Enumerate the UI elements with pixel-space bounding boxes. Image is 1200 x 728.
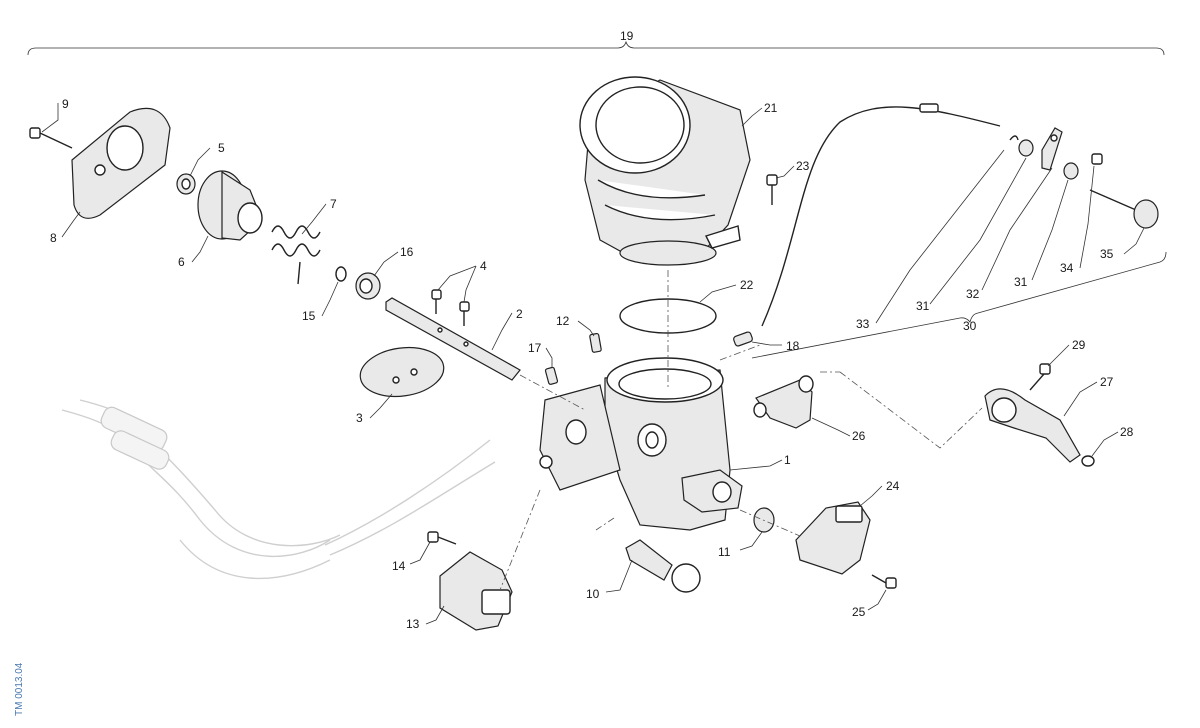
part-8-cover (71, 107, 171, 219)
part-24-sensor (795, 501, 871, 575)
part-16-bearing (355, 272, 381, 300)
part-17-screw (544, 366, 559, 385)
label-23: 23 (796, 159, 810, 173)
part-14-screw (427, 531, 457, 545)
label-31-left: 31 (916, 299, 930, 313)
part-31-clip (1009, 135, 1019, 141)
callout-labels: 19 9 8 5 6 7 15 16 4 2 3 12 17 21 23 22 … (50, 29, 1134, 631)
part-32-bracket (1041, 127, 1063, 171)
part-7-spring (271, 225, 321, 285)
label-29: 29 (1072, 338, 1086, 352)
label-26: 26 (852, 429, 866, 443)
label-16: 16 (400, 245, 414, 259)
part-15-circlip (335, 266, 347, 282)
part-10-valve (625, 539, 701, 593)
part-31-washer-b (1063, 162, 1079, 180)
label-21: 21 (764, 101, 778, 115)
label-13: 13 (406, 617, 420, 631)
part-31-washer-a (1018, 139, 1034, 157)
part-34-screw (1091, 153, 1103, 165)
part-13-sensor (439, 551, 513, 631)
part-6-pulley (197, 170, 263, 241)
part-1-throttle-body (539, 357, 743, 531)
label-3: 3 (356, 411, 363, 425)
label-24: 24 (886, 479, 900, 493)
label-10: 10 (586, 587, 600, 601)
label-6: 6 (178, 255, 185, 269)
part-27-fitting (984, 388, 1081, 463)
label-2: 2 (516, 307, 523, 321)
label-28: 28 (1120, 425, 1134, 439)
bracket-hole (1050, 134, 1058, 142)
part-26-injector (753, 375, 814, 429)
label-34: 34 (1060, 261, 1074, 275)
label-19: 19 (620, 29, 634, 43)
part-2-shaft (385, 297, 521, 381)
label-14: 14 (392, 559, 406, 573)
label-4: 4 (480, 259, 487, 273)
label-7: 7 (330, 197, 337, 211)
label-5: 5 (218, 141, 225, 155)
assembly-axes (499, 270, 983, 591)
part-35-choke-knob (1089, 189, 1159, 229)
part-25-screw (871, 574, 897, 589)
label-35: 35 (1100, 247, 1114, 261)
label-8: 8 (50, 231, 57, 245)
part-21-intake-boot (579, 76, 751, 266)
label-30: 30 (963, 319, 977, 333)
part-5-nut (176, 173, 196, 195)
label-33: 33 (856, 317, 870, 331)
label-32: 32 (966, 287, 980, 301)
part-33-cable (761, 106, 1001, 327)
brace-30 (751, 251, 1167, 359)
brace-19 (27, 40, 1165, 56)
part-23-screw (766, 174, 778, 205)
part-3-disc (359, 346, 445, 398)
label-15: 15 (302, 309, 316, 323)
document-reference: TM 0013.04 (10, 640, 34, 720)
label-25: 25 (852, 605, 866, 619)
part-12-screw (589, 332, 602, 353)
label-27: 27 (1100, 375, 1114, 389)
part-28-o-ring (1081, 455, 1095, 467)
throttle-cables-ghost (61, 399, 496, 580)
part-29-screw (1029, 363, 1051, 391)
label-22: 22 (740, 278, 754, 292)
label-12: 12 (556, 314, 570, 328)
cable-ferrule (919, 103, 939, 113)
label-1: 1 (784, 453, 791, 467)
label-31-right: 31 (1014, 275, 1028, 289)
label-17: 17 (528, 341, 542, 355)
part-9-screw (29, 127, 73, 149)
leader-lines (41, 103, 1145, 625)
document-reference-code: TM 0013.04 (14, 662, 25, 716)
label-9: 9 (62, 97, 69, 111)
part-4-screws (431, 289, 470, 326)
label-18: 18 (786, 339, 800, 353)
part-18-sleeve (733, 331, 753, 347)
label-11: 11 (718, 545, 731, 559)
